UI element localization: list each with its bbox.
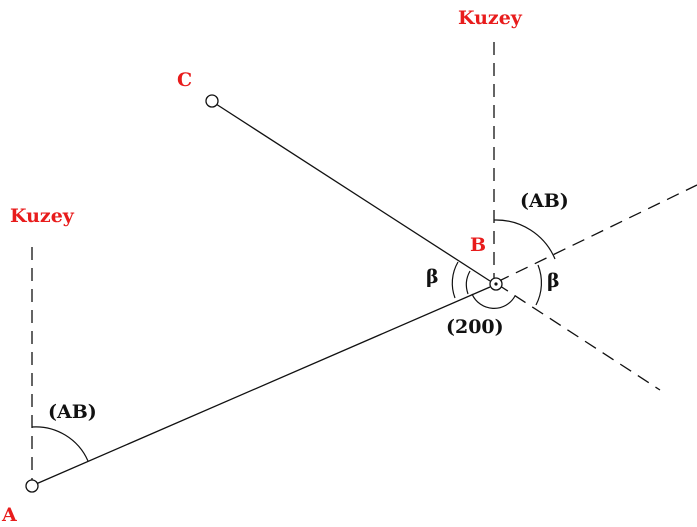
- azimuth-arc-a: [31, 426, 89, 462]
- beta-arc-left-inner: [465, 270, 471, 295]
- azimuth-arc-b: [493, 219, 556, 260]
- azimuth-ab-label-left: (AB): [48, 401, 97, 423]
- ab-extension-line: [496, 184, 697, 283]
- line-a-b: [35, 286, 491, 485]
- cb-extension-line: [496, 283, 661, 391]
- beta-label-right: β: [547, 270, 560, 292]
- north-label-top: Kuzey: [458, 7, 523, 29]
- point-b-label: B: [470, 234, 486, 256]
- angle-200-arc: [471, 293, 516, 309]
- line-b-c: [215, 103, 491, 282]
- beta-arc-left-outer: [451, 261, 459, 299]
- point-a-marker: [25, 479, 39, 493]
- point-c-label: C: [177, 69, 192, 91]
- point-c-marker: [205, 94, 219, 108]
- azimuth-ab-label-top: (AB): [520, 190, 569, 212]
- beta-arc-right: [535, 264, 542, 306]
- angle-200-label: (200): [446, 316, 504, 338]
- point-b-center: [494, 282, 498, 286]
- north-label-left: Kuzey: [10, 205, 75, 227]
- beta-label-left: β: [426, 266, 439, 288]
- point-a-label: A: [1, 504, 17, 526]
